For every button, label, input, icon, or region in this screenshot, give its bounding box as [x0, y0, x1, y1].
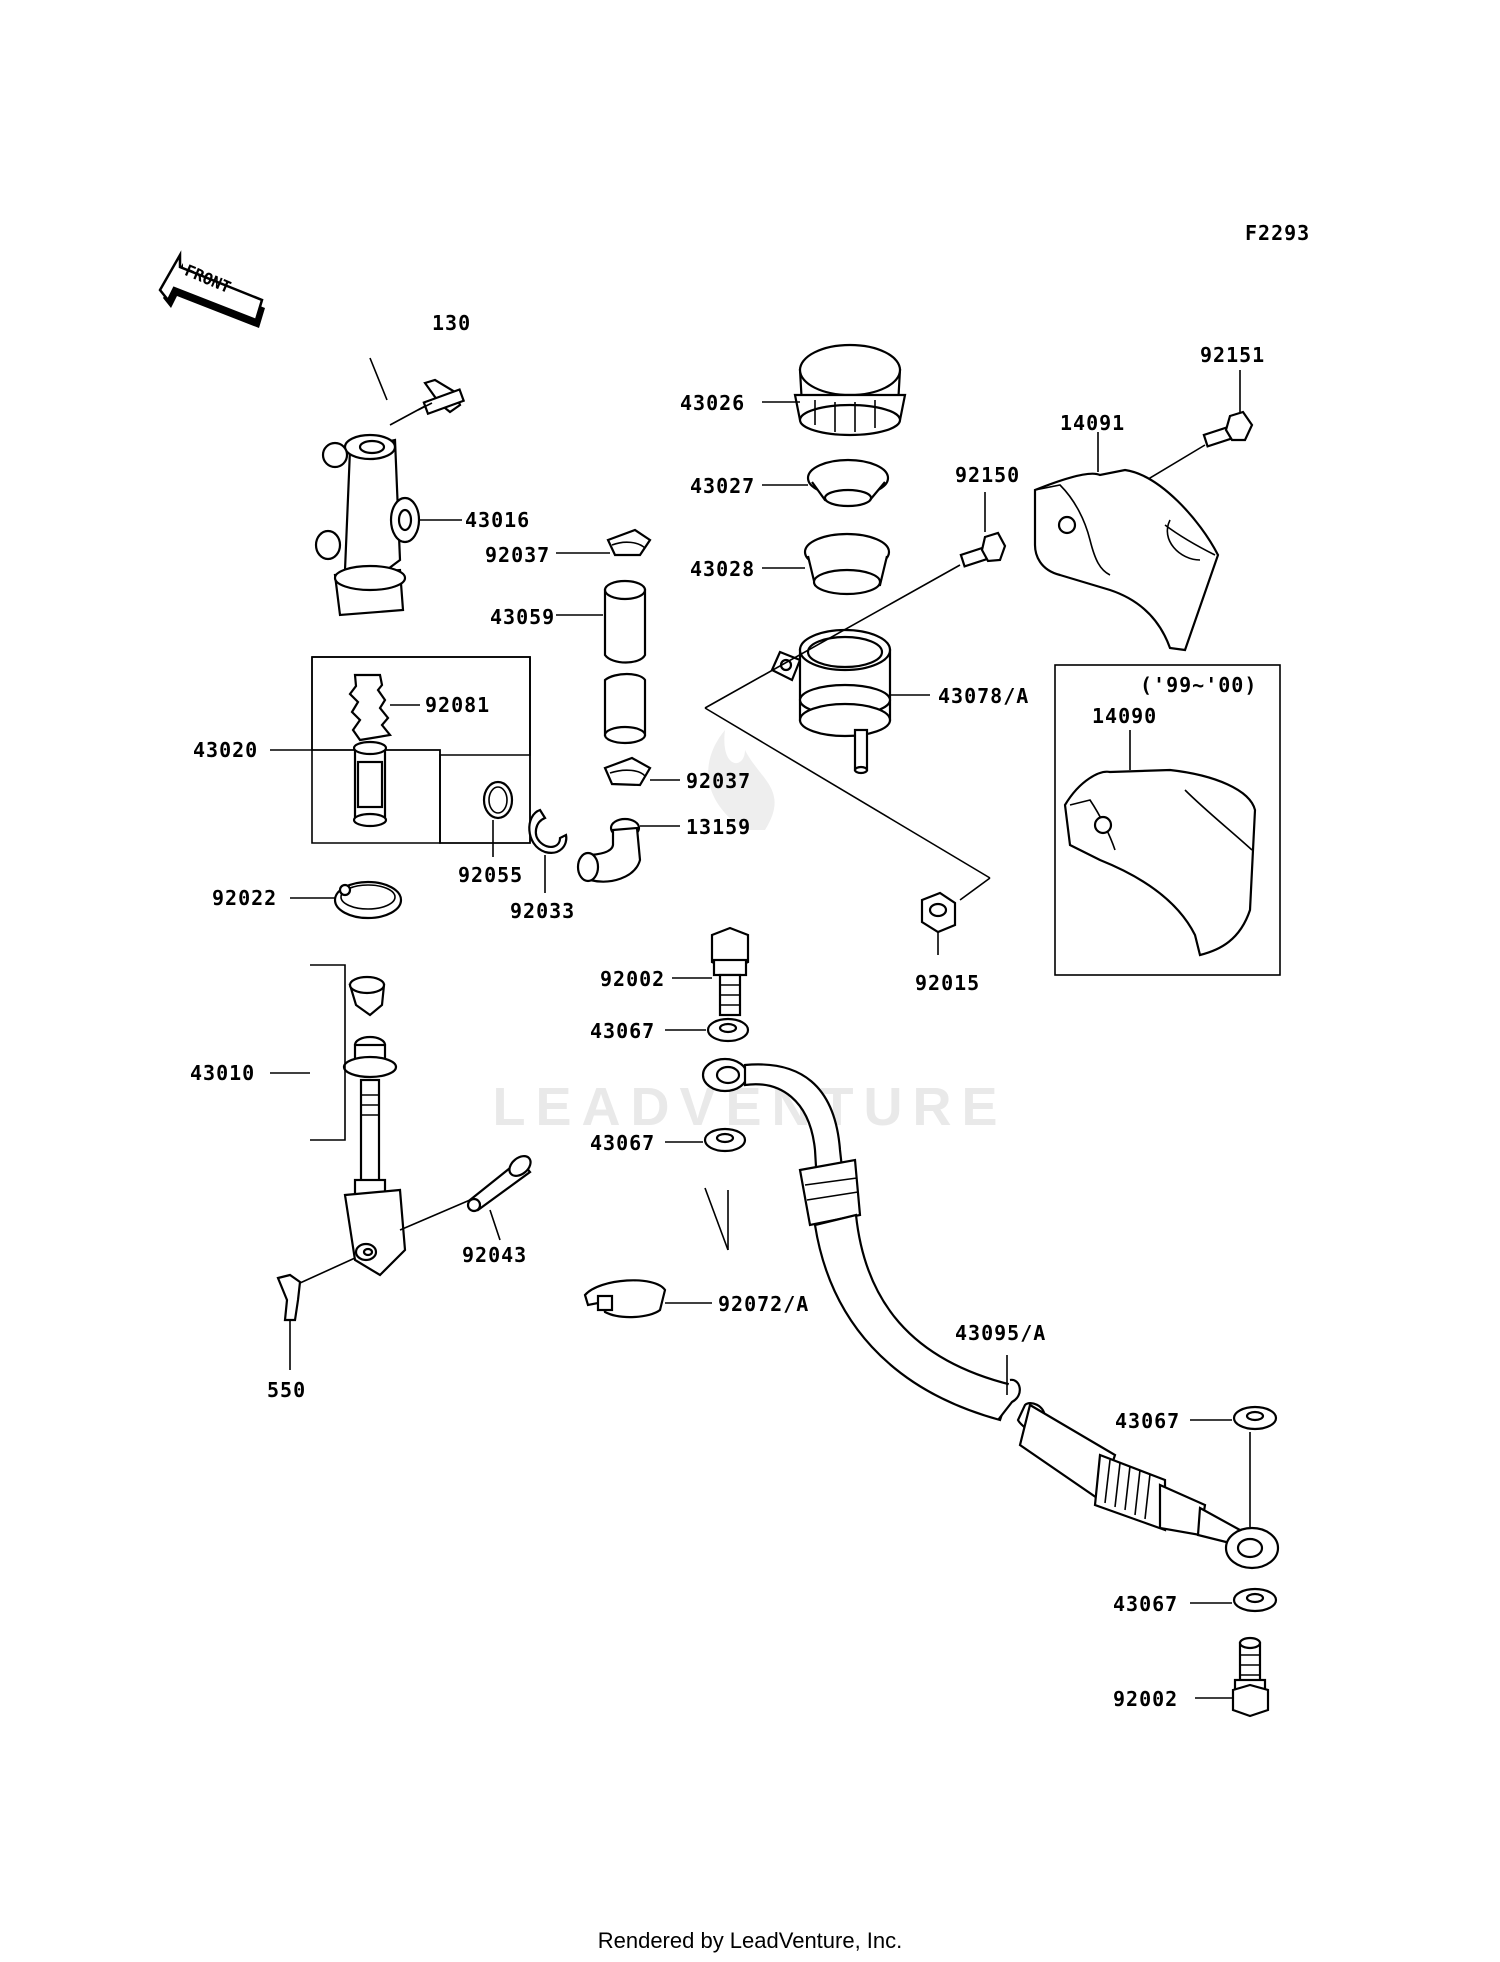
label-92037-lower: 92037: [686, 769, 751, 793]
label-14090: 14090: [1092, 704, 1157, 728]
push-rod-43010-icon: [342, 975, 407, 1277]
label-14091: 14091: [1060, 411, 1125, 435]
label-92022: 92022: [212, 886, 277, 910]
washer-43067-d-icon: [1232, 1587, 1278, 1613]
clevis-pin-92043-icon: [466, 1155, 532, 1213]
label-550: 550: [267, 1378, 306, 1402]
label-43020: 43020: [193, 738, 258, 762]
clamp-band-92072-icon: [583, 1279, 667, 1319]
front-arrow-icon: FRONT: [158, 250, 265, 328]
label-92002-upper: 92002: [600, 967, 665, 991]
label-92150: 92150: [955, 463, 1020, 487]
o-ring-92055-icon: [482, 780, 514, 820]
brake-hose-43095-icon: [701, 1057, 1280, 1570]
label-130: 130: [432, 311, 471, 335]
label-92015: 92015: [915, 971, 980, 995]
label-92002-lower: 92002: [1113, 1687, 1178, 1711]
diaphragm-43028-icon: [803, 532, 891, 596]
variant-box: ('99~'00): [1054, 664, 1281, 976]
label-43067-c: 43067: [1115, 1409, 1180, 1433]
bolt-130-icon: [369, 357, 466, 426]
label-43028: 43028: [690, 557, 755, 581]
label-92151: 92151: [1200, 343, 1265, 367]
bolt-92150-icon: [959, 492, 1007, 568]
label-43010: 43010: [190, 1061, 255, 1085]
label-92033: 92033: [510, 899, 575, 923]
diaphragm-plate-43027-icon: [806, 458, 890, 508]
footer-credit: Rendered by LeadVenture, Inc.: [597, 1928, 903, 1953]
reservoir-cap-43026-icon: [793, 343, 907, 437]
elbow-fitting-13159-icon: [576, 817, 642, 883]
label-43059: 43059: [490, 605, 555, 629]
hose-clamp-92037-upper-icon: [606, 528, 652, 557]
washer-43067-c-icon: [1232, 1405, 1278, 1431]
cotter-pin-550-icon: [276, 1273, 302, 1322]
banjo-bolt-92002-lower-icon: [1231, 1636, 1270, 1718]
circlip-92022-icon: [333, 880, 403, 920]
label-13159: 13159: [686, 815, 751, 839]
watermark-text: LEADVENTURE: [492, 1077, 1007, 1137]
label-43026: 43026: [680, 391, 745, 415]
master-cylinder-43016-icon: [314, 433, 421, 617]
label-43067-b: 43067: [590, 1131, 655, 1155]
label-43067-d: 43067: [1113, 1592, 1178, 1616]
label-92037-upper: 92037: [485, 543, 550, 567]
label-43016: 43016: [465, 508, 530, 532]
label-92072a: 92072/A: [718, 1292, 809, 1316]
nut-92015-icon: [920, 891, 957, 934]
banjo-bolt-92002-upper-icon: [710, 926, 750, 1017]
watermark: LEADVENTURE: [492, 730, 1007, 1137]
circlip-92033-icon: [528, 808, 568, 854]
washer-43067-b-icon: [703, 1127, 747, 1153]
label-92055: 92055: [458, 863, 523, 887]
washer-43067-a-icon: [706, 1017, 750, 1043]
reservoir-43078-icon: [770, 628, 892, 775]
hose-clamp-92037-lower-icon: [603, 756, 652, 787]
hose-43059-icon: [603, 579, 647, 745]
label-92081: 92081: [425, 693, 490, 717]
piston-assembly-43020-box: [311, 656, 531, 844]
variant-note: ('99~'00): [1140, 673, 1257, 697]
label-43027: 43027: [690, 474, 755, 498]
label-43095a: 43095/A: [955, 1321, 1046, 1345]
label-43078a: 43078/A: [938, 684, 1029, 708]
guard-14091-icon: [1033, 468, 1220, 652]
label-92043: 92043: [462, 1243, 527, 1267]
label-43067-a: 43067: [590, 1019, 655, 1043]
bolt-92151-icon: [1202, 410, 1254, 448]
diagram-code: F2293: [1245, 221, 1310, 245]
